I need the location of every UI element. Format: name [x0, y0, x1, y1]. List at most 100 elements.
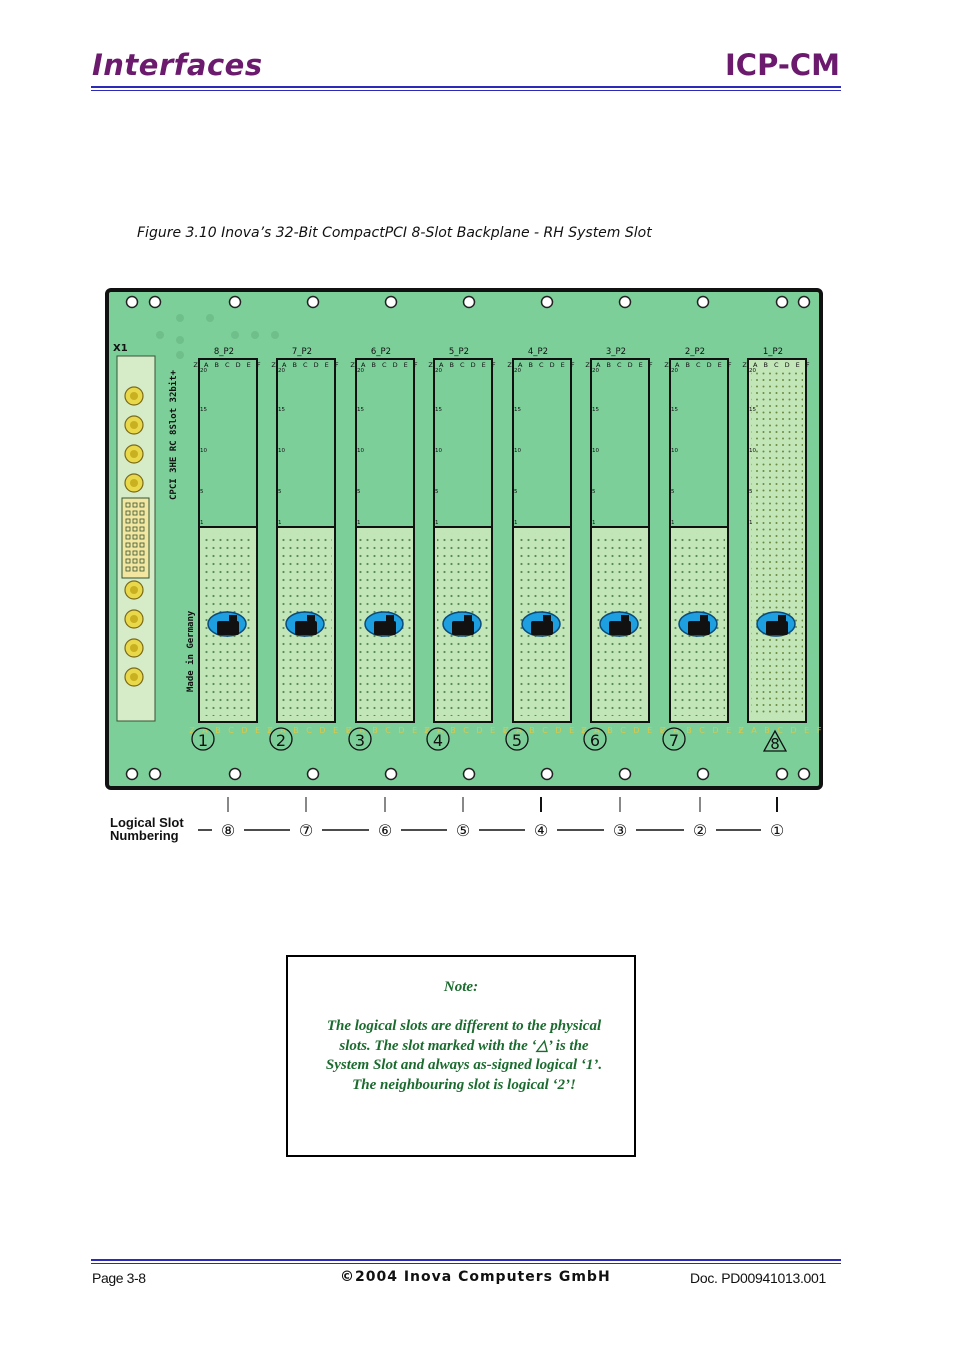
slot-row-number: 20	[592, 368, 599, 374]
slot-row-number: 1	[592, 520, 596, 526]
mounting-hole	[696, 295, 710, 309]
mounting-hole	[775, 295, 789, 309]
slot-row-number: 15	[200, 407, 207, 413]
slot-row-number: 5	[514, 489, 518, 495]
slot-pin-columns: Z A B C D E F	[742, 361, 811, 369]
header-pin	[125, 518, 131, 524]
slot-pin-columns: Z A B C D E F	[664, 361, 733, 369]
mounting-hole	[618, 767, 632, 781]
mounting-hole	[148, 295, 162, 309]
header-pin	[139, 558, 145, 564]
capacitor-tab	[229, 615, 237, 622]
slot-p2-label: 4_P2	[528, 347, 548, 357]
physical-slot-number: 8	[770, 735, 780, 753]
slot-p2-label: 5_P2	[449, 347, 469, 357]
slot-row-number: 10	[592, 448, 599, 454]
slot-bottom-columns: Z A B C D E F	[267, 726, 353, 735]
slot-row-number: 5	[592, 489, 596, 495]
physical-slot-number: 3	[355, 731, 365, 750]
terminal-core	[130, 392, 138, 400]
figure-caption: Figure 3.10 Inova’s 32-Bit CompactPCI 8-…	[137, 225, 652, 241]
header-pin	[125, 526, 131, 532]
slot-row-number: 15	[749, 407, 756, 413]
slot-row-number: 5	[357, 489, 361, 495]
slot-bottom-columns: Z A B C D E F	[738, 726, 824, 735]
slot-row-number: 15	[435, 407, 442, 413]
physical-slot-number: 7	[669, 731, 679, 750]
system-slot-triangle	[762, 729, 788, 752]
capacitor-body	[688, 621, 710, 635]
slot-row-number: 10	[514, 448, 521, 454]
logical-slot-number: ④	[534, 821, 548, 840]
header-pin	[125, 550, 131, 556]
slot-p2-label: 8_P2	[214, 347, 234, 357]
header-pin	[132, 542, 138, 548]
footer-rule-thin	[91, 1263, 841, 1264]
slot-row-number: 1	[671, 520, 675, 526]
terminal-core	[130, 586, 138, 594]
slot-row-number: 20	[200, 368, 207, 374]
mounting-hole	[384, 295, 398, 309]
slot-upper-connector	[669, 358, 729, 528]
slot-row-number: 1	[749, 520, 753, 526]
header-pin	[125, 558, 131, 564]
physical-number-circle	[505, 727, 529, 751]
slot-row-number: 1	[200, 520, 204, 526]
slot-row-number: 15	[671, 407, 678, 413]
physical-number-circle	[662, 727, 686, 751]
capacitor-body	[374, 621, 396, 635]
mounting-hole	[384, 767, 398, 781]
slot-p2-label: 3_P2	[606, 347, 626, 357]
header-pin	[139, 566, 145, 572]
slot-row-number: 1	[435, 520, 439, 526]
capacitor-body	[217, 621, 239, 635]
slot-row-number: 15	[592, 407, 599, 413]
slot-row-number: 20	[435, 368, 442, 374]
terminal-core	[130, 479, 138, 487]
note-title: Note:	[443, 979, 479, 995]
slot-row-number: 10	[357, 448, 364, 454]
capacitor-tab	[543, 615, 551, 622]
header-pin	[132, 558, 138, 564]
mounting-hole	[306, 767, 320, 781]
slot-row-number: 5	[435, 489, 439, 495]
slot-pin-columns: Z A B C D E F	[507, 361, 576, 369]
logical-slot-label-2: Numbering	[110, 828, 179, 843]
capacitor-body	[531, 621, 553, 635]
x1-label: X1	[113, 343, 128, 354]
slot-row-number: 5	[278, 489, 282, 495]
mounting-hole	[228, 295, 242, 309]
slot-row-number: 20	[514, 368, 521, 374]
logical-slot-label-1: Logical Slot	[110, 815, 184, 830]
mounting-hole	[125, 767, 139, 781]
mounting-hole	[462, 767, 476, 781]
board-pad	[176, 314, 184, 322]
backplane-figure: X1 CPCI 3HE RC 8Slot 32bit+ Made in Germ…	[105, 288, 824, 843]
slot-row-number: 15	[357, 407, 364, 413]
board-text: CPCI 3HE RC 8Slot 32bit+	[168, 369, 179, 500]
slot-upper-connector	[590, 358, 650, 528]
physical-number-circle	[348, 727, 372, 751]
header-pin	[132, 510, 138, 516]
slot-bottom-columns: Z A B C D E F	[503, 726, 589, 735]
logical-slot-number: ⑥	[378, 821, 392, 840]
board-pad	[271, 331, 279, 339]
capacitor-body	[609, 621, 631, 635]
slot-p2-label: 2_P2	[685, 347, 705, 357]
terminal-core	[130, 615, 138, 623]
terminal-core	[130, 644, 138, 652]
slot-p2-label: 1_P2	[763, 347, 783, 357]
board-pad	[206, 314, 214, 322]
header-pin	[139, 534, 145, 540]
physical-number-circle	[191, 727, 215, 751]
logical-slot-number: ⑧	[221, 821, 235, 840]
system-slot-pins	[751, 370, 803, 716]
header-pin	[132, 566, 138, 572]
mounting-hole	[797, 295, 811, 309]
physical-number-circle	[583, 727, 607, 751]
